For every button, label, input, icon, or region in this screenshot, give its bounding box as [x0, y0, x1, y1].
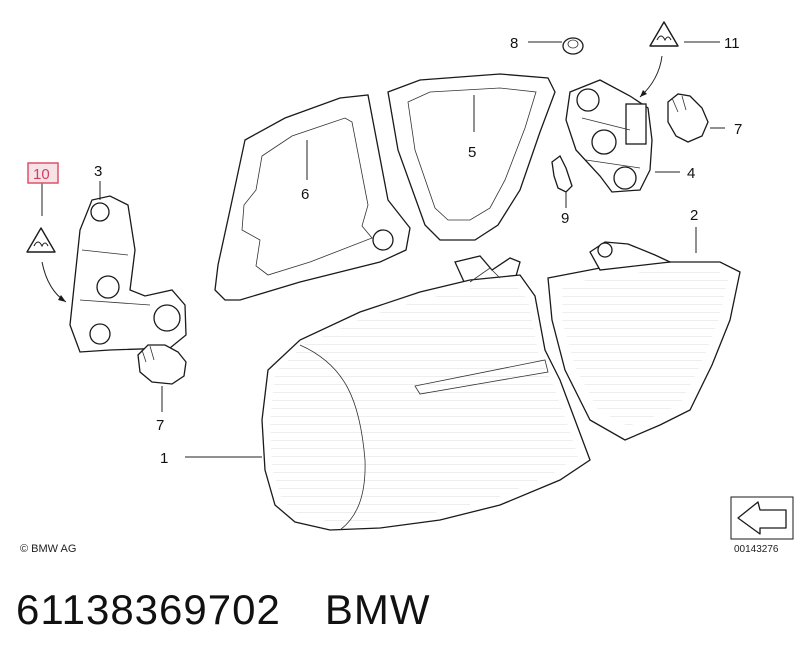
callout-3[interactable]: 3 [94, 163, 102, 180]
callout-5[interactable]: 5 [468, 144, 476, 161]
small-bulb-part [551, 155, 573, 193]
bulb-holder-right-part [565, 79, 653, 193]
bulb-holder-left-part [69, 195, 187, 353]
grommet-part [562, 37, 584, 55]
callout-11[interactable]: 11 [724, 35, 740, 52]
gasket-outer-part [214, 94, 411, 301]
diagram-number: 00143276 [734, 544, 779, 555]
callout-7-left[interactable]: 7 [156, 417, 164, 434]
tail-light-outer-part [261, 255, 591, 531]
callout-10[interactable]: 10 [33, 166, 50, 183]
callout-2[interactable]: 2 [690, 207, 698, 224]
tail-light-inner-part [547, 241, 741, 441]
callout-10-highlight [27, 162, 59, 184]
warning-triangle-icon-right [639, 21, 679, 98]
callout-6[interactable]: 6 [301, 186, 309, 203]
copyright-text: © BMW AG [20, 543, 76, 555]
callout-1[interactable]: 1 [160, 450, 168, 467]
callout-8[interactable]: 8 [510, 35, 518, 52]
callout-7-right[interactable]: 7 [734, 121, 742, 138]
callout-4[interactable]: 4 [687, 165, 695, 182]
callout-9[interactable]: 9 [561, 210, 569, 227]
part-number-caption: 61138369702 BMW [16, 586, 430, 634]
gasket-inner-part [387, 73, 556, 241]
brand-name: BMW [324, 586, 431, 633]
part-number: 61138369702 [16, 586, 281, 633]
bulb-left-part [137, 344, 187, 385]
view-direction-icon [730, 496, 794, 540]
warning-triangle-icon-left [26, 227, 67, 303]
leader-lines [41, 41, 725, 458]
gasket-hole [372, 229, 394, 251]
bulb-right-part [667, 93, 709, 143]
